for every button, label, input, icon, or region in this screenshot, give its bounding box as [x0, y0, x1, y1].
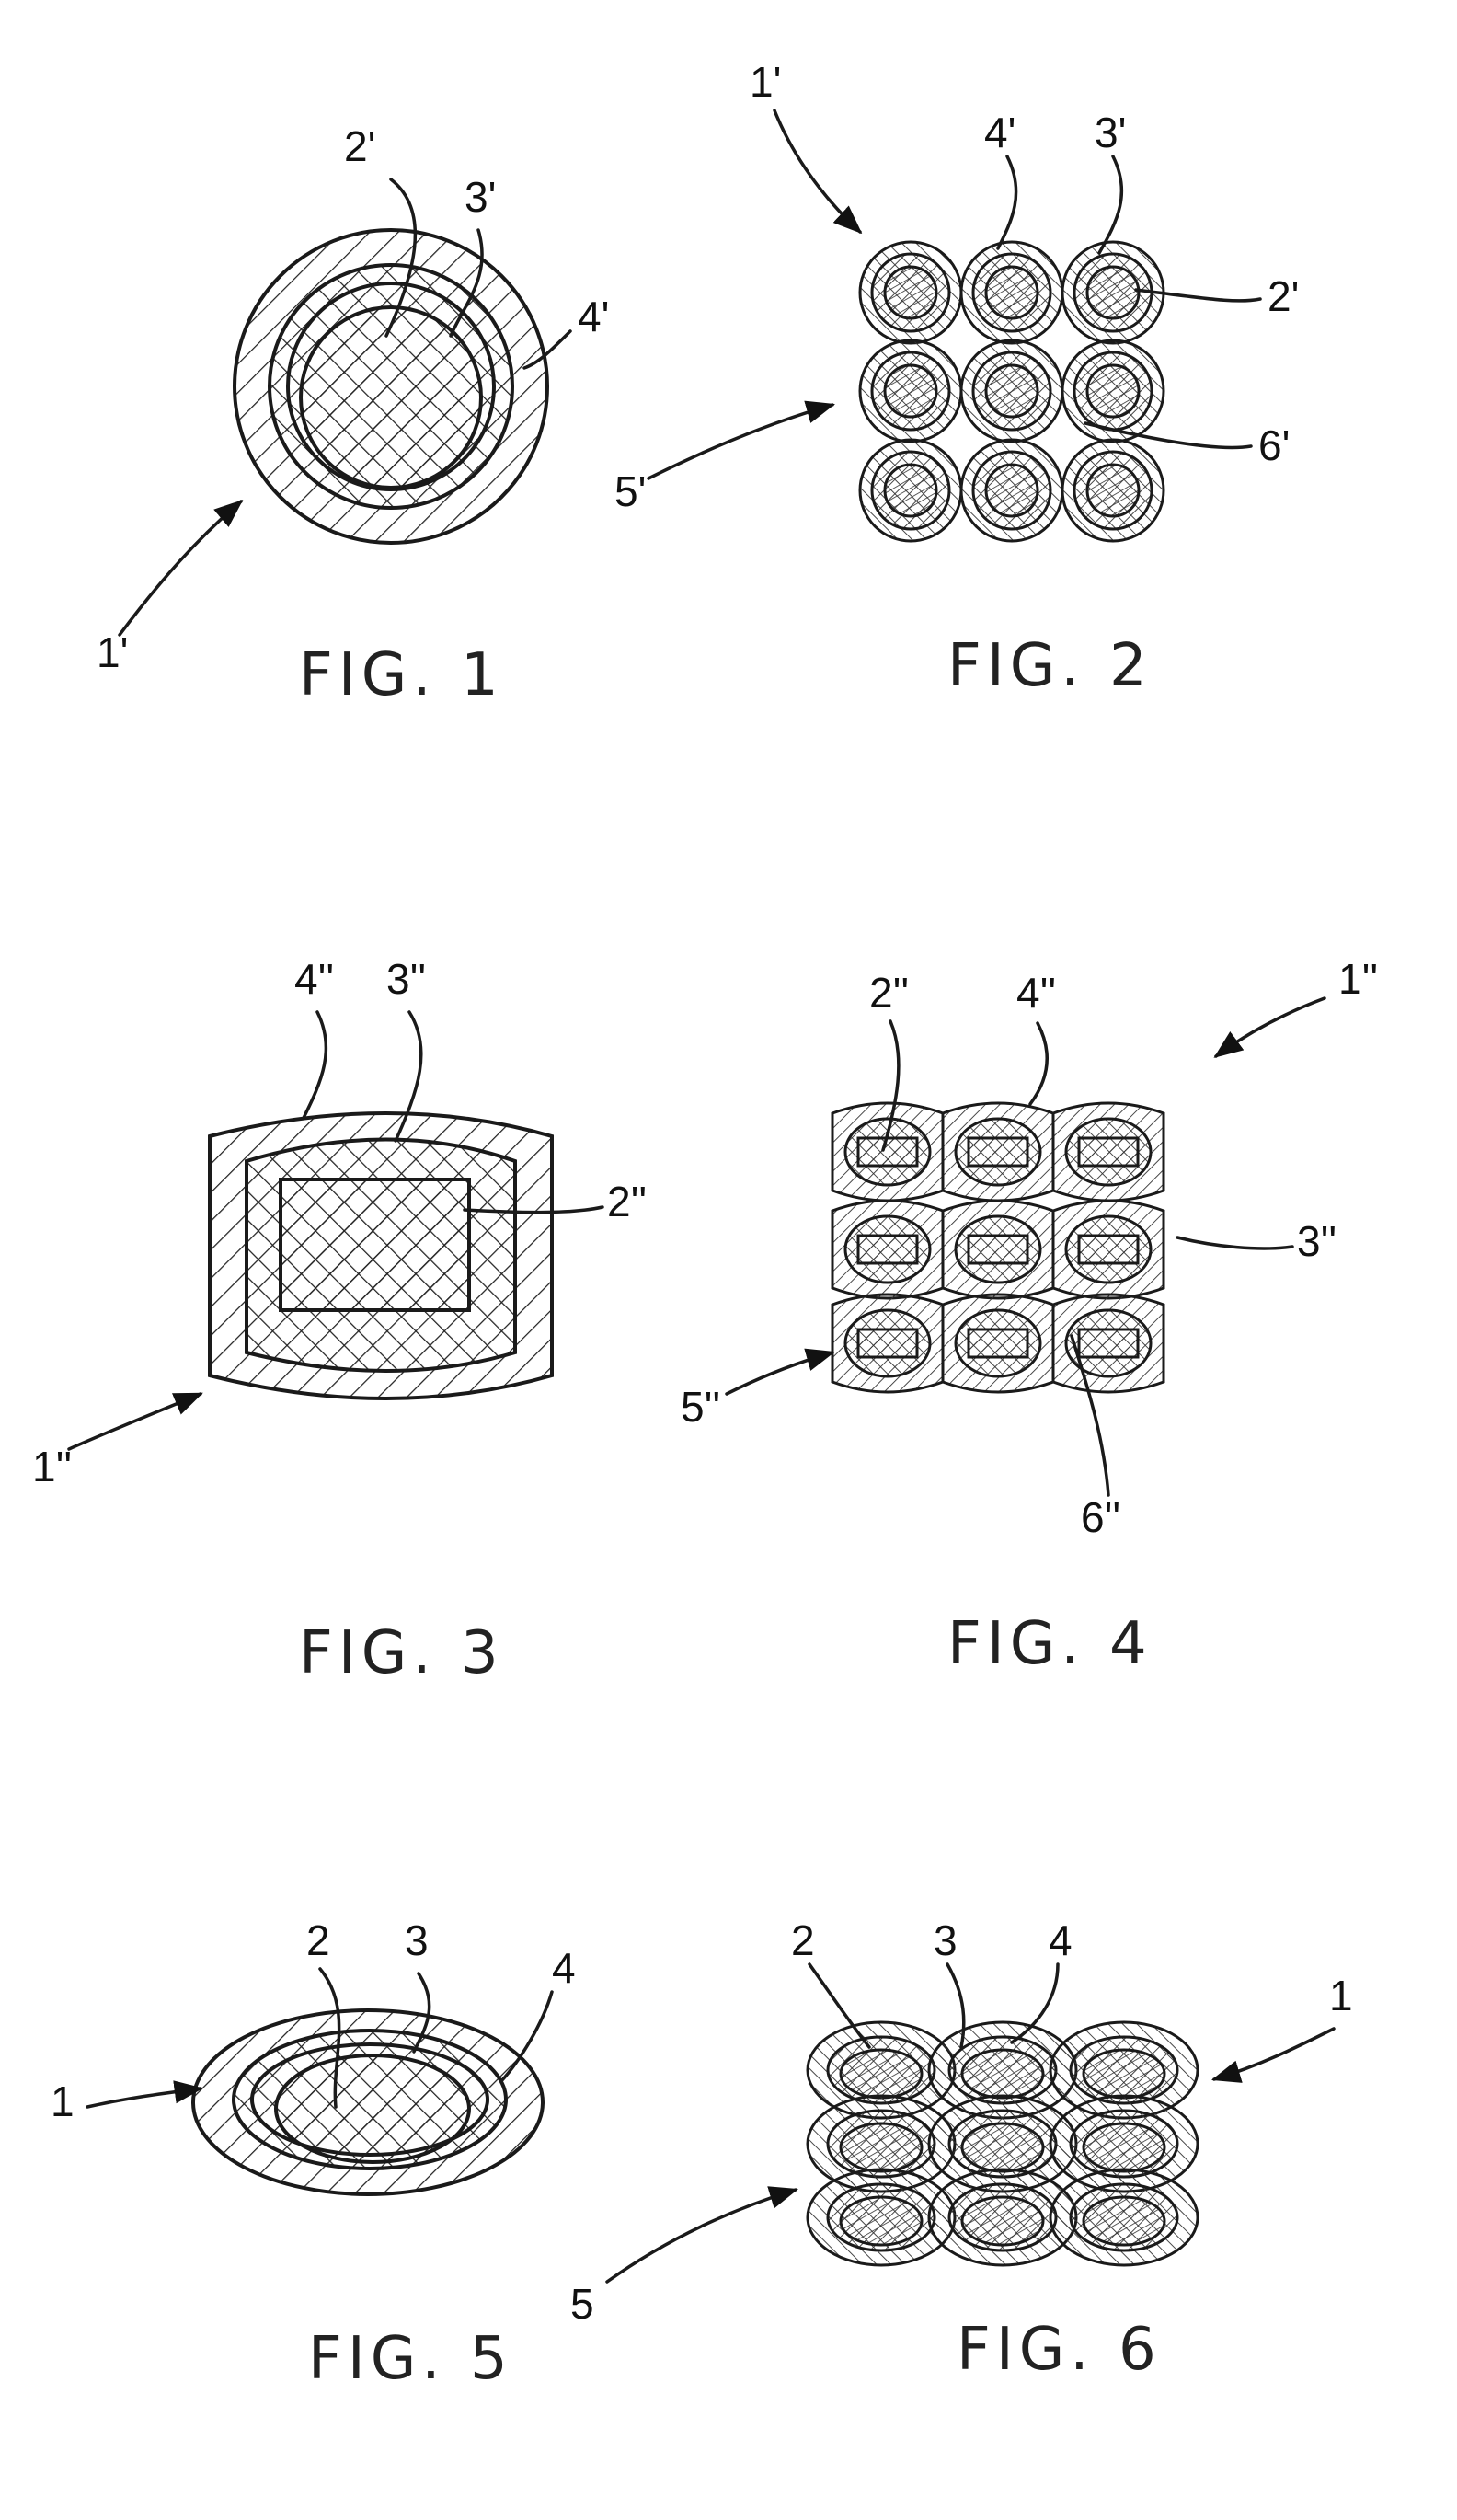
fig4-label-interstice: 6'': [1081, 1493, 1120, 1541]
fig3-caption: FIG. 3: [299, 1619, 504, 1687]
figure-3: 4'' 3'' 2'' 1'' FIG. 3: [32, 955, 647, 1687]
figure-6: [808, 2022, 1198, 2265]
fig6-strand-core: [841, 2123, 922, 2171]
fig2-strand-core: [1087, 365, 1139, 417]
figure-4: [832, 1103, 1164, 1392]
fig4-strand-core: [1079, 1236, 1138, 1263]
fig4-label-assembly: 1'': [1338, 955, 1378, 1003]
fig2-label-assembly: 1': [750, 58, 781, 106]
fig4-strand-core: [1079, 1329, 1138, 1357]
fig3-core: [281, 1179, 469, 1310]
fig2-strand-core: [986, 267, 1038, 318]
fig2-strand-core: [1087, 465, 1139, 516]
fig6-strand-core: [1084, 2050, 1164, 2098]
fig2-strand-core: [1087, 267, 1139, 318]
fig4-strand-core: [969, 1138, 1027, 1166]
fig3-label-inner-layer: 3'': [386, 955, 426, 1003]
fig4-caption: FIG. 4: [947, 1610, 1153, 1678]
fig4-label-core: 2'': [869, 969, 909, 1017]
fig1-caption: FIG. 1: [299, 641, 504, 709]
fig1-core: [301, 307, 481, 488]
fig2-strand-core: [885, 465, 936, 516]
fig4-strand-core: [1079, 1138, 1138, 1166]
fig3-label-outer-layer: 4'': [294, 955, 334, 1003]
fig6-strand-core: [841, 2197, 922, 2245]
fig5-label-assembly: 1: [51, 2077, 75, 2125]
fig3-label-assembly: 1'': [32, 1443, 72, 1490]
fig6-strand-core: [962, 2050, 1043, 2098]
fig4-strand-core: [858, 1329, 917, 1357]
fig4-label-bundle: 5'': [681, 1383, 720, 1431]
fig2-label-inner-layer: 3': [1095, 109, 1126, 156]
fig2-label-bundle: 5': [614, 467, 646, 515]
figure-1: 2' 3' 4' 1' FIG. 1: [97, 122, 609, 709]
fig5-core: [276, 2055, 469, 2162]
fig5-label-inner-layer: 3: [405, 1916, 429, 1964]
fig6-label-bundle: 5: [570, 2280, 594, 2328]
fig1-label-core: 2': [344, 122, 375, 170]
fig4-strand-core: [969, 1329, 1027, 1357]
fig1-label-inner-layer: 3': [465, 173, 496, 221]
fig6-label-outer-layer: 4: [1049, 1916, 1073, 1964]
fig6-strand-core: [841, 2050, 922, 2098]
fig2-caption: FIG. 2: [947, 632, 1153, 700]
fig2-strand-core: [885, 267, 936, 318]
fig6-strand-core: [1084, 2123, 1164, 2171]
fig2-label-core: 2': [1268, 272, 1299, 320]
fig6-strand-core: [962, 2123, 1043, 2171]
fig6-label-assembly: 1: [1329, 1972, 1353, 2019]
fig2-strand-core: [986, 365, 1038, 417]
fig6-label-inner-layer: 3: [934, 1916, 958, 1964]
fig3-label-core: 2'': [607, 1178, 647, 1225]
fig6-label-core: 2: [791, 1916, 815, 1964]
fig4-strand-core: [858, 1138, 917, 1166]
fig5-label-outer-layer: 4: [552, 1944, 576, 1992]
figure-5: 2 3 4 1 FIG. 5: [51, 1916, 576, 2393]
fig4-label-outer-layer: 4'': [1016, 969, 1056, 1017]
fig6-strand-core: [1084, 2197, 1164, 2245]
fig4-label-inner-layer: 3'': [1297, 1217, 1337, 1265]
fig1-label-outer-layer: 4': [578, 293, 609, 340]
fig4-strand-core: [858, 1236, 917, 1263]
fig2-label-outer-layer: 4': [984, 109, 1015, 156]
fig4-strand-core: [969, 1236, 1027, 1263]
fig6-caption: FIG. 6: [957, 2316, 1162, 2384]
fig1-label-assembly: 1': [97, 628, 128, 676]
fig5-label-core: 2: [306, 1916, 330, 1964]
fig2-strand-core: [986, 465, 1038, 516]
figure-2: [860, 242, 1164, 541]
fig2-strand-core: [885, 365, 936, 417]
fig6-strand-core: [962, 2197, 1043, 2245]
fig2-label-interstice: 6': [1258, 421, 1290, 469]
fig5-caption: FIG. 5: [308, 2325, 513, 2393]
